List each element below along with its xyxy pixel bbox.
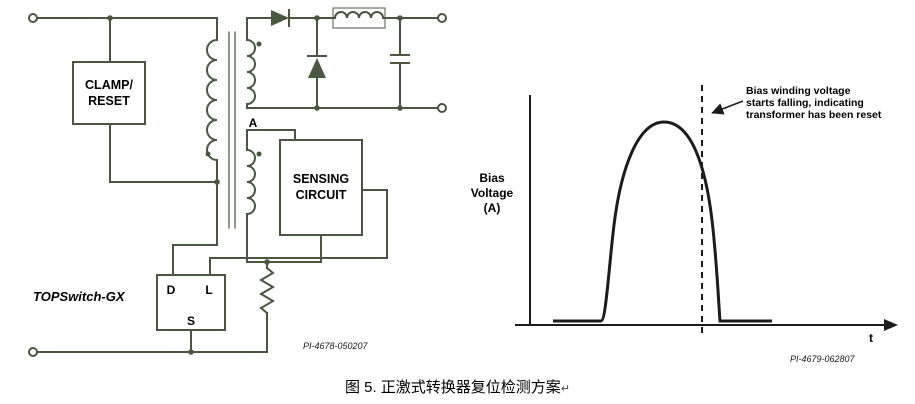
junction-dot — [107, 15, 113, 21]
rectifier-diode-triangle — [271, 10, 289, 26]
input-terminal-bottom — [28, 347, 38, 357]
bias-winding — [245, 148, 256, 216]
catch-diode-triangle — [308, 58, 326, 78]
sensing-circuit-block: SENSING CIRCUIT — [279, 139, 363, 236]
sensing-label-line1: SENSING — [293, 172, 349, 186]
pin-d-label: D — [167, 283, 176, 297]
primary-winding — [206, 38, 219, 162]
output-inductor-icon — [332, 7, 386, 29]
sensing-return-wire — [266, 234, 322, 263]
drain-wire — [172, 159, 218, 276]
bias-to-sensing-wire — [246, 129, 296, 151]
primary-phase-dot — [205, 151, 211, 157]
junction-dot — [188, 349, 194, 355]
catch-diode-icon — [307, 55, 327, 78]
clamp-reset-block: CLAMP/ RESET — [72, 61, 146, 125]
topswitch-name-label: TOPSwitch-GX — [33, 289, 126, 304]
annotation-line1: Bias winding voltage — [746, 85, 851, 97]
pin-s-label: S — [187, 314, 195, 328]
pin-l-label: L — [205, 283, 212, 297]
annotation-text: Bias winding voltage starts falling, ind… — [746, 85, 882, 121]
secondary-phase-dot — [256, 41, 262, 47]
junction-dot — [314, 105, 320, 111]
bias-voltage-curve — [553, 120, 772, 323]
output-capacitor-icon — [390, 54, 410, 64]
y-axis-label-line2: Voltage — [471, 186, 514, 200]
output-terminal-top — [437, 13, 447, 23]
junction-dots — [107, 15, 403, 355]
node-a-label: A — [249, 116, 258, 130]
caption-text: 图 5. 正激式转换器复位检测方案 — [344, 379, 561, 396]
annotation-arrow — [711, 100, 744, 115]
topswitch-block: D L S TOPSwitch-GX — [33, 274, 226, 331]
x-axis-label: t — [869, 331, 873, 345]
rectifier-diode-icon — [271, 9, 290, 27]
junction-dot — [214, 179, 220, 185]
secondary-winding — [245, 38, 256, 106]
x-axis-arrowhead — [884, 319, 898, 331]
topswitch-box — [156, 274, 226, 331]
clamp-reset-label-line2: RESET — [88, 94, 130, 108]
bias-voltage-graph: Bias winding voltage starts falling, ind… — [471, 85, 898, 364]
circuit-part-number: PI-4678-050207 — [303, 341, 369, 351]
y-axis-label: Bias Voltage (A) — [471, 171, 514, 215]
top-rail-wire — [36, 17, 218, 41]
sense-resistor-icon — [259, 266, 275, 315]
sensing-label-line2: CIRCUIT — [296, 188, 347, 202]
input-terminal-top — [28, 13, 38, 23]
graph-axes — [515, 95, 898, 331]
paragraph-mark: ↵ — [560, 383, 571, 395]
clamp-reset-label-line1: CLAMP/ — [85, 78, 133, 92]
junction-dot — [264, 259, 270, 265]
sensing-circuit-box — [279, 139, 363, 236]
clamp-reset-box — [72, 61, 146, 125]
junction-dot — [397, 105, 403, 111]
transformer — [205, 31, 262, 229]
annotation-line2: starts falling, indicating — [746, 97, 864, 109]
output-terminal-bottom — [437, 103, 447, 113]
junction-dot — [397, 15, 403, 21]
sensing-to-l-pin-wire — [209, 189, 388, 276]
inductor-outline — [332, 7, 386, 29]
secondary-return-wire — [246, 103, 439, 109]
clamp-bottom-wire — [109, 123, 218, 183]
graph-part-number: PI-4679-062807 — [790, 354, 856, 364]
figure-caption: 图 5. 正激式转换器复位检测方案↵ — [0, 376, 915, 397]
y-axis-label-line1: Bias — [479, 171, 505, 185]
bias-return-wire — [246, 213, 268, 263]
annotation-line3: transformer has been reset — [746, 109, 882, 121]
terminals — [28, 13, 447, 357]
inductor-coil — [333, 11, 385, 20]
bias-phase-dot — [256, 151, 262, 157]
schematic-wires — [36, 17, 439, 353]
y-axis-label-line3: (A) — [484, 201, 501, 215]
circuit-schematic: CLAMP/ RESET SENSING CIRCUIT D L S TOPSw… — [28, 7, 447, 357]
secondary-top-wire — [246, 17, 272, 41]
junction-dot — [314, 15, 320, 21]
